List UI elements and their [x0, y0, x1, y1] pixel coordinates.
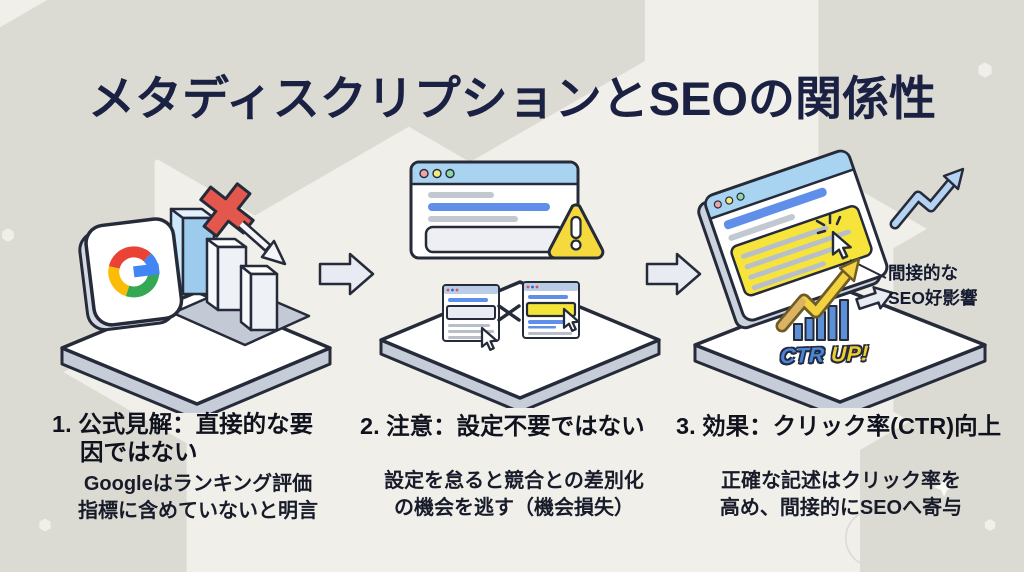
ctr-up-label: CTR UP! — [780, 341, 911, 370]
arrow-right-icon — [645, 252, 702, 296]
rising-arrow-icon — [775, 257, 861, 333]
step-3-description: 正確な記述はクリック率を 高め、間接的にSEOへ寄与 — [719, 470, 963, 519]
bar-white-right — [239, 264, 279, 332]
illustration-google-ranking — [60, 182, 332, 413]
step-2-description: 設定を怠ると競合との差別化 の機会を逃す（機会損失） — [384, 470, 644, 519]
google-logo-icon — [78, 217, 184, 332]
step-1-heading: 1. 公式見解：直接的な要 因ではない — [52, 411, 314, 466]
step-3-heading: 3. 効果：クリック率(CTR)向上 — [676, 413, 1002, 439]
arrow-right-icon — [318, 252, 375, 296]
red-x-icon — [199, 182, 255, 238]
versus-icon — [497, 304, 521, 322]
step-1-description: Googleはランキング評価 指標に含めていないと明言 — [78, 473, 318, 522]
callout-line-2: SEO好影響 — [888, 287, 978, 308]
serp-card-plain — [442, 284, 500, 342]
illustration-warning-comparison — [379, 160, 661, 408]
small-arrow-right-icon — [855, 286, 894, 311]
down-arrow-icon — [237, 220, 287, 266]
step-2-text: 2. 注意：設定不要ではない 設定を怠ると競合との差別化 の機会を逃す（機会損失… — [360, 412, 668, 521]
step-3-text: 3. 効果：クリック率(CTR)向上 正確な記述はクリック率を 高め、間接的にS… — [676, 412, 1006, 521]
ctr-text: CTR — [779, 343, 826, 369]
cursor-icon — [480, 326, 498, 351]
illustration-ctr-up — [693, 149, 987, 408]
sparkle-icon — [934, 477, 954, 497]
growth-arrow-icon — [889, 167, 965, 230]
platform-icon — [379, 280, 661, 408]
callout-line-1: 間接的な — [888, 263, 958, 283]
up-text: UP! — [830, 342, 870, 367]
bar-chart-declining-icon — [169, 207, 279, 332]
step-1-text: 1. 公式見解：直接的な要 因ではない Googleはランキング評価 指標に含め… — [52, 410, 344, 524]
step-2-heading: 2. 注意：設定不要ではない — [360, 413, 645, 439]
click-cursor-icon — [815, 213, 852, 260]
page-title: メタディスクリプションとSEOの関係性 — [88, 72, 936, 126]
cursor-icon — [562, 307, 580, 332]
browser-window-icon — [409, 160, 580, 260]
ctr-bar-chart-icon — [793, 299, 849, 341]
warning-triangle-icon — [547, 203, 605, 260]
seo-effect-callout: 間接的な SEO好影響 — [888, 261, 1018, 311]
